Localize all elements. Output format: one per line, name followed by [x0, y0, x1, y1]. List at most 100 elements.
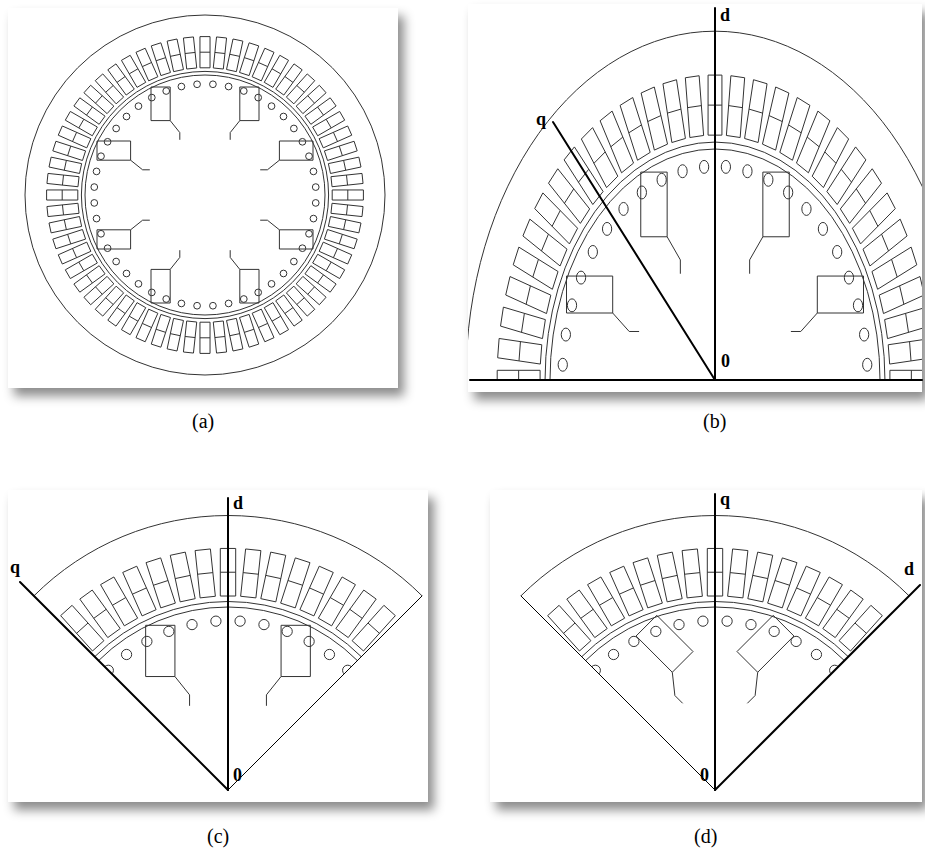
stator-slot — [261, 552, 286, 602]
slot-divider — [106, 86, 113, 93]
panel-caption: (b) — [703, 410, 726, 432]
rotor-bar — [541, 773, 551, 783]
slot-divider — [64, 220, 66, 230]
slot-divider — [326, 262, 331, 271]
rotor-bar — [54, 797, 64, 807]
stator-slot — [682, 549, 702, 598]
rotor-bar — [818, 222, 827, 235]
stator-slot — [296, 276, 326, 304]
slot-divider — [318, 275, 324, 283]
slot-divider — [887, 656, 896, 668]
slot-divider — [96, 287, 103, 294]
slot-divider — [533, 259, 539, 277]
rotor-bar — [194, 81, 201, 88]
axis-lines — [20, 8, 922, 790]
rotor-bar — [381, 844, 391, 854]
slot-divider — [506, 715, 511, 730]
slot-divider — [856, 189, 865, 203]
rotor-bar — [163, 88, 170, 95]
slot-divider — [611, 137, 623, 147]
slot-divider — [807, 137, 819, 147]
rotor-bar — [123, 113, 130, 120]
stator-frame — [25, 15, 385, 375]
slot-divider — [534, 656, 543, 668]
slot-divider — [10, 782, 11, 797]
slot-divider — [920, 850, 925, 861]
axis-label: 0 — [233, 766, 242, 786]
rotor-bar — [698, 616, 708, 626]
stator-slot — [477, 732, 527, 757]
slot-divider — [346, 175, 347, 185]
stator-slot — [240, 314, 259, 347]
slot-divider — [368, 623, 379, 633]
slot-divider — [523, 674, 531, 687]
stator-slot — [420, 757, 469, 777]
slot-divider — [564, 189, 573, 203]
stator-frame — [468, 31, 922, 380]
rotor-bar — [875, 821, 885, 831]
rotor-bar — [240, 88, 247, 95]
slot-divider — [594, 152, 605, 163]
flux-barrier — [115, 828, 144, 843]
slot-divider — [911, 694, 917, 708]
rotor-bar — [64, 844, 74, 854]
stator-slot — [663, 80, 685, 143]
slot-divider — [297, 298, 304, 305]
stator-slot — [200, 37, 210, 68]
stator-slot — [745, 80, 767, 143]
rotor-bar — [324, 649, 334, 659]
stator-slot — [0, 823, 40, 848]
slot-divider — [581, 609, 593, 618]
stator-slot — [227, 318, 243, 351]
rotor-bar — [833, 245, 842, 258]
rotor-bar — [310, 215, 317, 222]
rotor-bar — [210, 302, 217, 309]
stator-slot — [502, 663, 551, 700]
permanent-magnet — [240, 87, 259, 121]
rotor-bar — [280, 270, 287, 277]
slot-divider — [640, 581, 655, 586]
slot-divider — [662, 575, 677, 578]
stator-slot — [241, 549, 261, 598]
slot-divider — [132, 588, 146, 594]
permanent-magnet — [833, 711, 890, 768]
rotor-bar — [148, 289, 155, 296]
slot-divider — [500, 828, 503, 843]
stator-slot — [501, 307, 546, 338]
stator-slot — [879, 277, 922, 314]
flux-barrier — [230, 121, 240, 140]
slot-divider — [910, 342, 911, 361]
permanent-magnet — [763, 172, 789, 237]
rotor-bar — [860, 328, 869, 341]
slot-divider — [68, 234, 71, 244]
rotor-bar — [98, 230, 105, 237]
stator-slot — [420, 803, 469, 823]
stator-slot — [748, 552, 773, 602]
slot-divider — [518, 370, 519, 380]
slot-divider — [36, 674, 44, 687]
stator-slot — [473, 782, 521, 797]
rotor-bar — [558, 358, 567, 371]
rotor-bar — [388, 821, 398, 831]
rotor-bar — [255, 94, 262, 101]
slot-divider — [87, 107, 93, 115]
stator-slot — [324, 141, 357, 160]
rotor-bar — [637, 186, 646, 199]
slot-divider — [344, 160, 346, 170]
rotor-bar — [98, 153, 105, 160]
stator-slot — [380, 642, 428, 682]
stator-slot — [331, 173, 363, 186]
slot-divider — [19, 850, 24, 861]
flux-barrier — [170, 250, 180, 269]
stator-slot — [95, 286, 123, 316]
rotor-bar — [87, 683, 97, 693]
stator-slot — [331, 203, 363, 216]
stator-slot — [907, 803, 925, 823]
rotor-bar — [187, 619, 197, 629]
stator-slot — [167, 318, 183, 351]
permanent-magnet — [833, 812, 890, 861]
slot-divider — [775, 581, 790, 586]
slot-divider — [347, 190, 348, 200]
stator-slot — [53, 230, 86, 249]
slot-divider — [892, 259, 898, 277]
